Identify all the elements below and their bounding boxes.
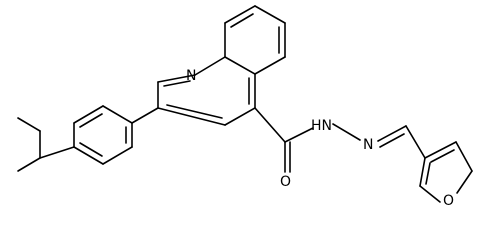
bond <box>379 133 405 148</box>
bond <box>455 141 473 172</box>
bond <box>73 105 104 124</box>
bond <box>17 117 41 132</box>
bond <box>419 157 426 187</box>
bond <box>332 123 361 141</box>
furan-oxygen-label: O <box>443 193 454 209</box>
bond <box>224 5 256 24</box>
bond <box>254 56 286 75</box>
bond-inner <box>79 113 103 128</box>
bond <box>424 141 457 159</box>
bond <box>456 170 473 194</box>
bond <box>73 146 104 165</box>
amide-nh-label: HN <box>311 118 332 134</box>
bond <box>102 105 133 124</box>
bond <box>194 56 226 76</box>
bond <box>157 74 196 83</box>
bond-inner <box>230 13 254 28</box>
bond-inner <box>430 149 455 163</box>
bond <box>39 146 75 159</box>
bond <box>102 146 133 165</box>
bond <box>224 107 256 126</box>
quinoline-nitrogen-label: N <box>186 68 196 84</box>
bond-inner <box>425 162 431 185</box>
bond-inner <box>163 80 191 87</box>
bond <box>377 125 407 142</box>
bond <box>131 107 159 124</box>
bond <box>224 56 256 75</box>
bond <box>254 107 286 143</box>
molecule-drawing: N HN N O O <box>17 5 473 209</box>
carbonyl-oxygen-label: O <box>280 174 291 190</box>
hydrazone-nitrogen-label: N <box>363 137 373 153</box>
bond <box>405 125 426 159</box>
bond-inner <box>166 104 223 119</box>
bond <box>254 5 286 24</box>
bond-inner <box>79 142 103 157</box>
bond <box>157 107 226 126</box>
bond <box>419 185 441 203</box>
structure-canvas: N HN N O O <box>17 5 473 209</box>
bond <box>17 157 41 172</box>
bond <box>284 127 314 143</box>
